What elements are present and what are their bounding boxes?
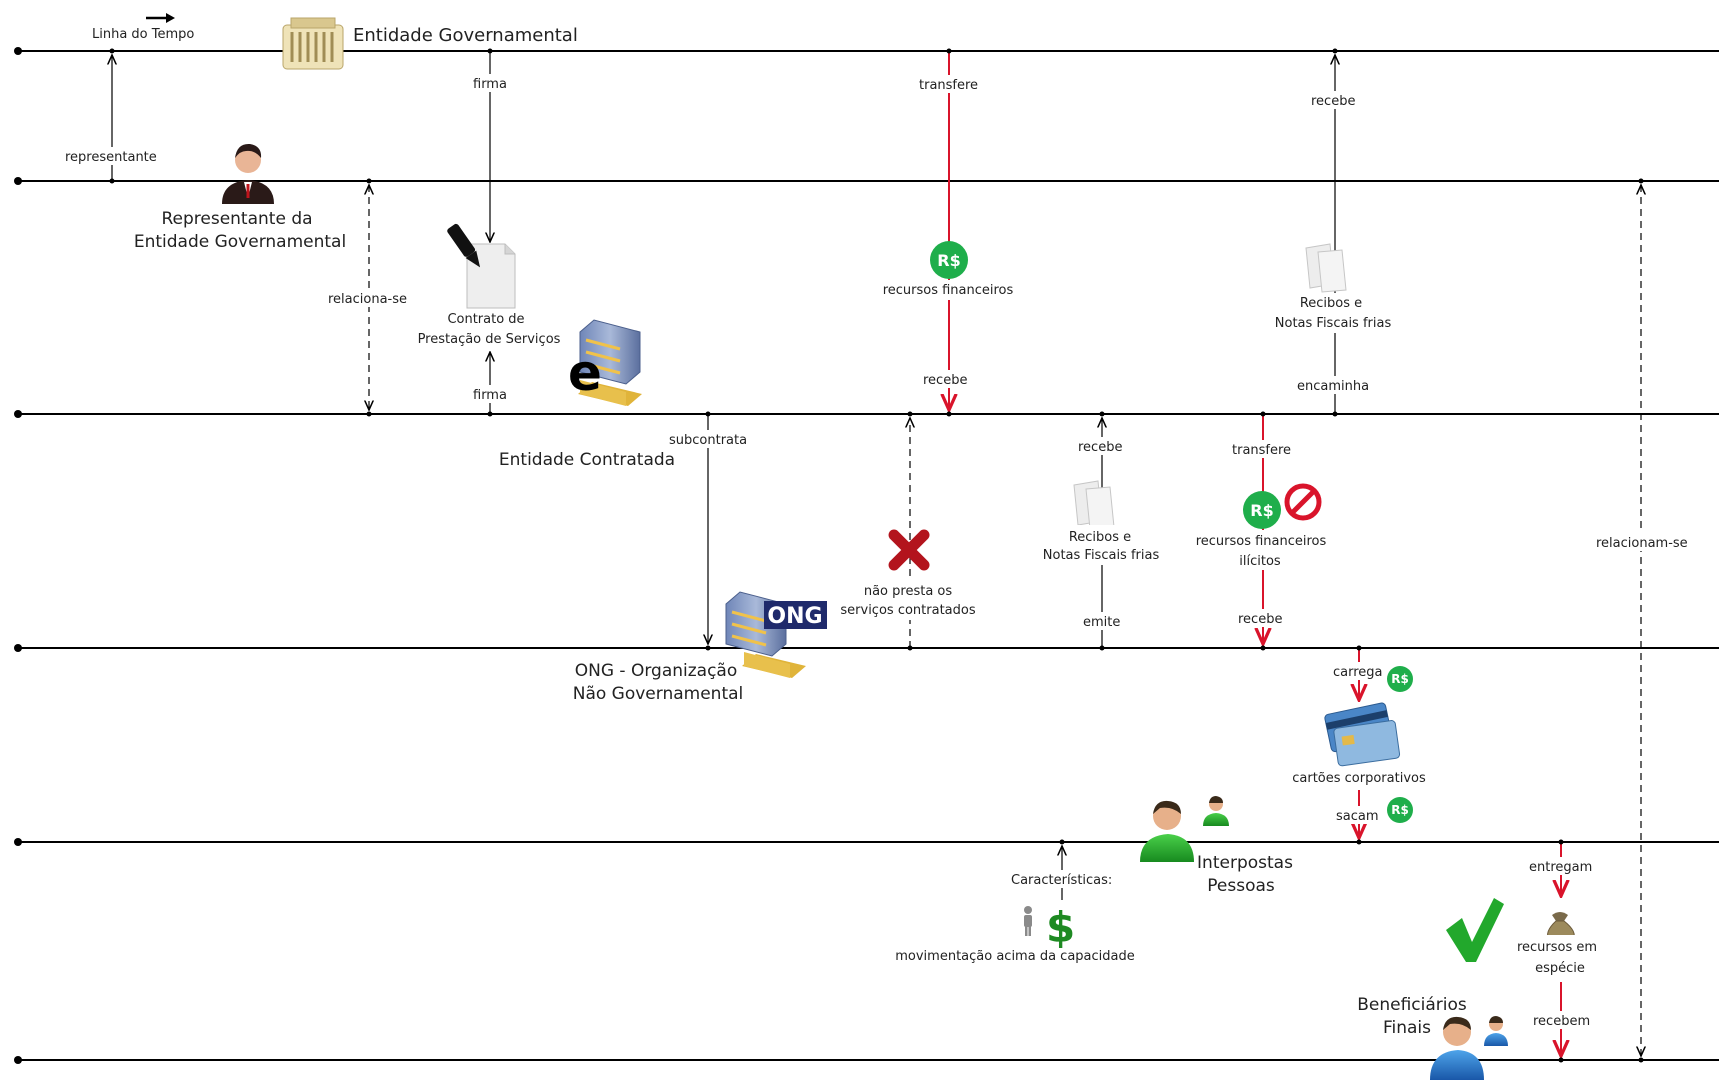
small-person-icon xyxy=(1024,906,1032,936)
relation-recebe-gov-transfer: recebe xyxy=(923,373,967,388)
currency-badge-icon: R$ xyxy=(1243,491,1281,529)
dollar-sign-icon: $ xyxy=(1046,903,1075,952)
relation-recebe-ong: recebe xyxy=(1238,612,1282,627)
timeline-label: Linha do Tempo xyxy=(92,27,194,42)
actor-ong-line2: Não Governamental xyxy=(573,684,744,704)
object-movimentacao: movimentação acima da capacidade xyxy=(895,949,1134,964)
lane-lines xyxy=(18,50,1719,1061)
red-cross-icon xyxy=(888,529,930,571)
ong-building-icon: ONG xyxy=(725,591,827,678)
contracted-company-building-icon xyxy=(578,319,642,406)
green-person-icon xyxy=(1140,800,1194,862)
small-blue-person-icon xyxy=(1484,1016,1508,1046)
timeline-arrow-icon xyxy=(146,13,175,23)
relation-emite: emite xyxy=(1083,615,1120,630)
actor-beneficiarios-line2: Finais xyxy=(1383,1018,1431,1038)
relation-relacionam-se: relacionam-se xyxy=(1596,536,1688,551)
relation-recebe-recibos: recebe xyxy=(1078,440,1122,455)
actor-ong-line1: ONG - Organização xyxy=(575,661,738,681)
relation-transfere-gov: transfere xyxy=(919,78,978,93)
actor-entidade-governamental: Entidade Governamental xyxy=(353,25,578,46)
object-recursos-financeiros: recursos financeiros xyxy=(883,283,1014,298)
actor-entidade-contratada: Entidade Contratada xyxy=(499,450,675,470)
actor-representante-line2: Entidade Governamental xyxy=(134,232,346,252)
prohibited-icon xyxy=(1284,483,1322,521)
actor-representante-line1: Representante da xyxy=(161,209,312,229)
object-recibos-top-line1: Recibos e xyxy=(1300,296,1362,311)
object-especie-line2: espécie xyxy=(1535,961,1585,976)
relation-firma-gov: firma xyxy=(473,77,507,92)
relation-transfere-ong: transfere xyxy=(1232,443,1291,458)
svg-text:R$: R$ xyxy=(937,251,960,270)
object-nao-presta-line1: não presta os xyxy=(864,584,953,599)
object-contrato-line2: Prestação de Serviços xyxy=(418,332,561,347)
object-recibos-mid-line2: Notas Fiscais frias xyxy=(1043,548,1160,563)
actor-interpostas-line1: Interpostas xyxy=(1197,853,1293,873)
object-cartoes-corporativos: cartões corporativos xyxy=(1292,771,1426,786)
currency-badge-icon: R$ xyxy=(1387,666,1413,692)
object-recursos-ilicitos-line2: ilícitos xyxy=(1239,554,1281,569)
relation-recebem: recebem xyxy=(1533,1014,1590,1029)
object-especie-line1: recursos em xyxy=(1517,940,1597,955)
credit-cards-icon xyxy=(1324,702,1401,767)
svg-text:R$: R$ xyxy=(1250,501,1273,520)
object-recibos-top-line2: Notas Fiscais frias xyxy=(1275,316,1392,331)
signed-contract-icon xyxy=(447,223,516,309)
relation-relaciona-se: relaciona-se xyxy=(328,292,407,307)
ong-logo-text: ONG xyxy=(767,604,822,629)
currency-badge-icon: R$ xyxy=(930,241,968,279)
e-logo-icon: e xyxy=(568,344,602,402)
relation-recebe-gov: recebe xyxy=(1311,94,1355,109)
svg-text:R$: R$ xyxy=(1391,803,1409,817)
relation-representante: representante xyxy=(65,150,157,165)
currency-badge-icon: R$ xyxy=(1387,797,1413,823)
object-recibos-mid-line1: Recibos e xyxy=(1069,530,1131,545)
object-recursos-ilicitos-line1: recursos financeiros xyxy=(1196,534,1327,549)
receipts-icon xyxy=(1073,480,1115,530)
relation-carrega: carrega xyxy=(1333,665,1383,680)
actor-beneficiarios-line1: Beneficiários xyxy=(1357,995,1467,1015)
government-building-icon xyxy=(282,17,344,70)
blue-person-icon xyxy=(1430,1016,1484,1080)
lane-start-dots xyxy=(14,47,22,1064)
object-caracteristicas: Características: xyxy=(1011,873,1112,888)
small-green-person-icon xyxy=(1203,796,1229,826)
object-contrato-line1: Contrato de xyxy=(447,312,524,327)
relation-entregam: entregam xyxy=(1529,860,1592,875)
svg-text:R$: R$ xyxy=(1391,672,1409,686)
relation-encaminha: encaminha xyxy=(1297,379,1369,394)
green-checkmark-icon xyxy=(1446,898,1504,962)
relation-subcontrata: subcontrata xyxy=(669,433,747,448)
actor-interpostas-line2: Pessoas xyxy=(1207,876,1275,896)
businessman-icon xyxy=(222,143,274,204)
relation-firma-contratada: firma xyxy=(473,388,507,403)
object-nao-presta-line2: serviços contratados xyxy=(840,603,975,618)
receipts-icon xyxy=(1305,243,1347,293)
relation-sacam: sacam xyxy=(1336,809,1379,824)
